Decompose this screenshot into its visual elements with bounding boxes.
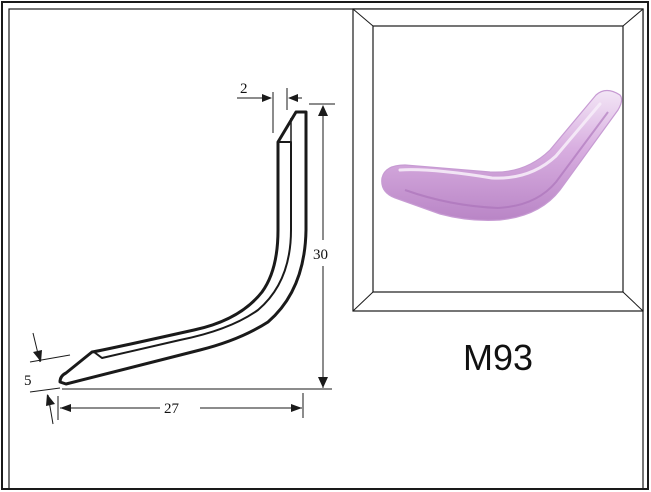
profile-outline: [58, 110, 308, 386]
dimension-base-width: [57, 393, 304, 420]
product-photo: [381, 89, 623, 221]
product-code: M93: [463, 337, 533, 378]
dimension-top-width: [237, 88, 302, 133]
photo-frame: [352, 8, 644, 312]
dimension-bottom-thickness: [29, 332, 71, 425]
dimension-label-bottom-thickness: 5: [24, 373, 32, 389]
dimension-label-height: 30: [313, 247, 328, 263]
dimension-label-top-width: 2: [240, 81, 248, 97]
dimension-label-base-width: 27: [164, 401, 180, 417]
dimension-height: [62, 103, 335, 390]
